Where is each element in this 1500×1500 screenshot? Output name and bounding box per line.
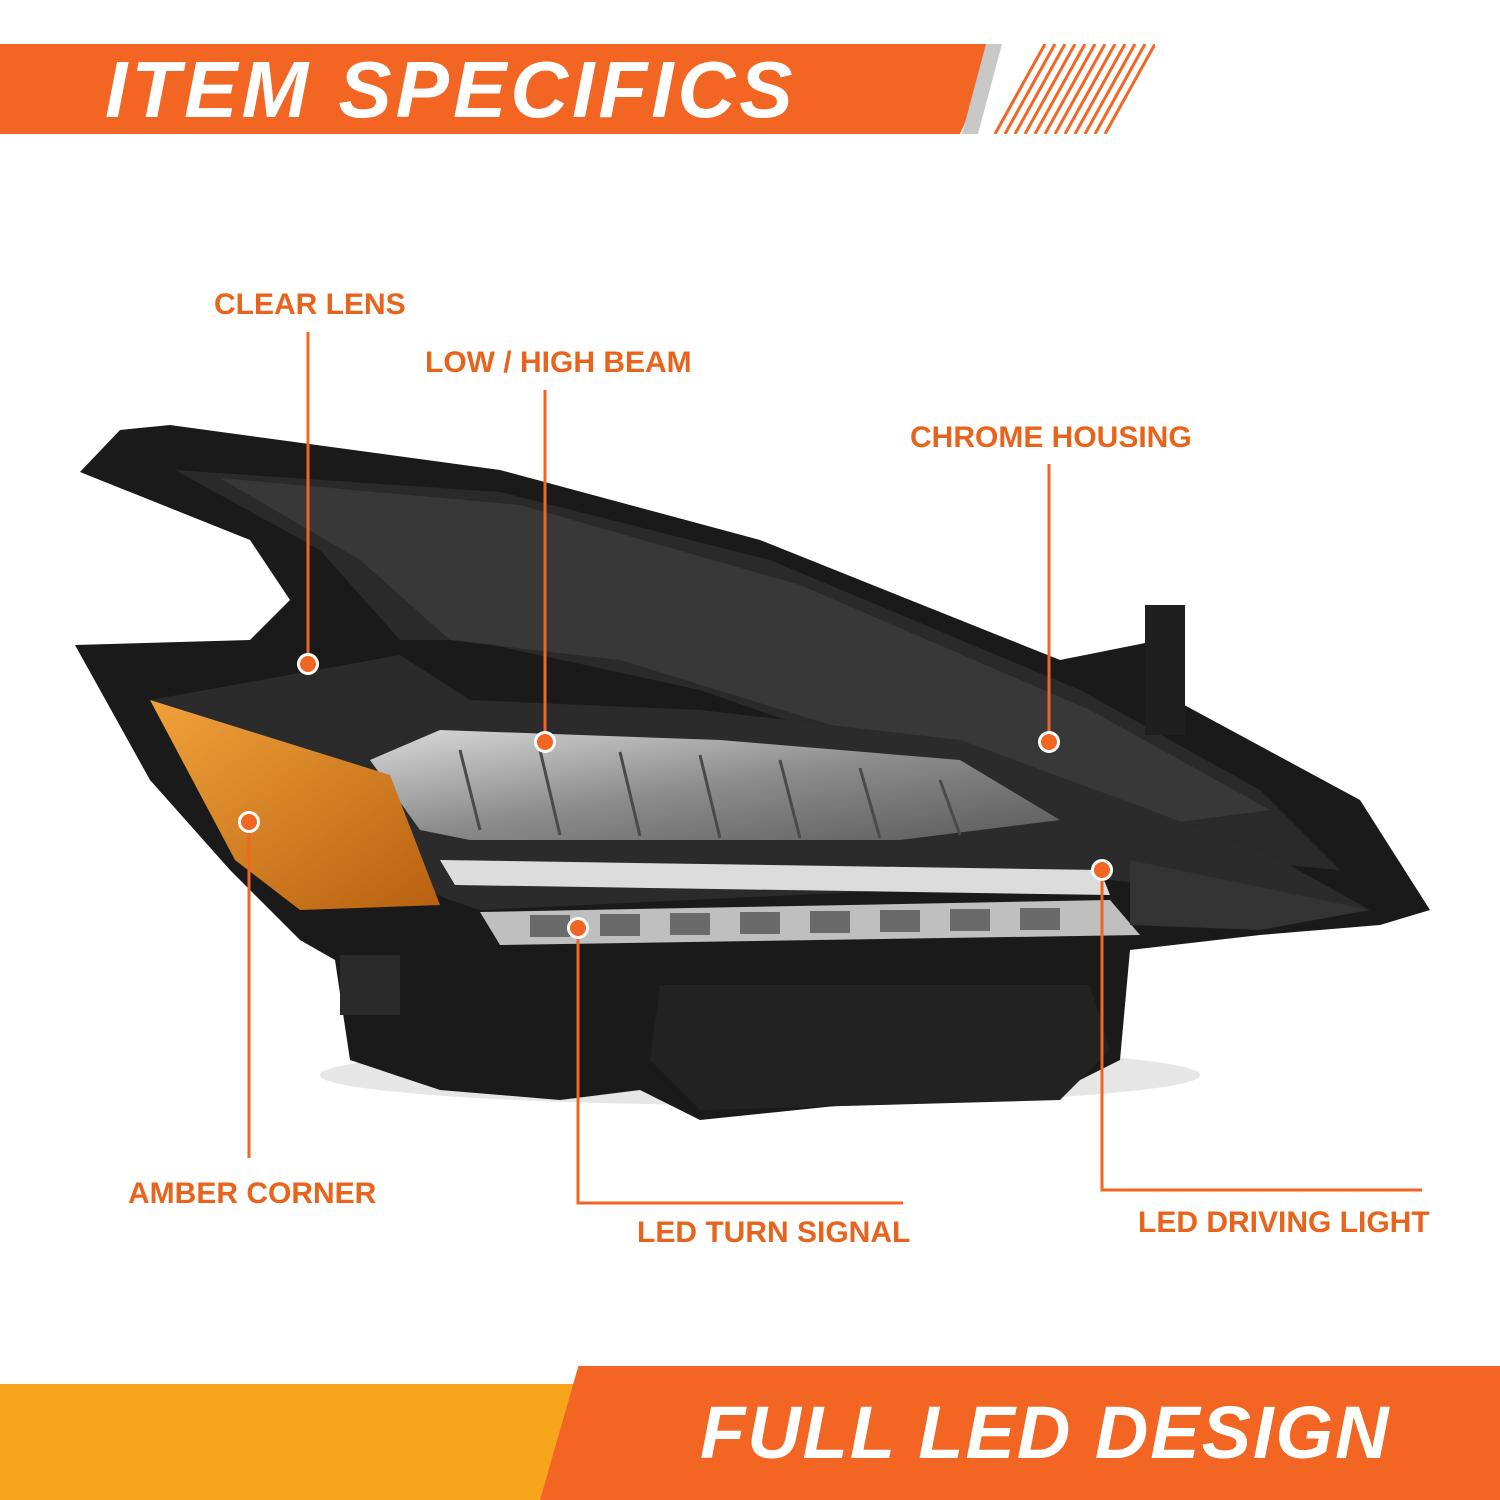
callout-dot-led-turn-signal	[567, 917, 589, 939]
page-title: ITEM SPECIFICS	[105, 45, 797, 134]
label-low-high-beam: LOW / HIGH BEAM	[425, 346, 692, 379]
label-clear-lens: CLEAR LENS	[214, 288, 406, 321]
callout-dot-clear-lens	[297, 653, 319, 675]
callout-dot-low-high-beam	[534, 731, 556, 753]
footer-tagline: FULL LED DESIGN	[700, 1391, 1391, 1474]
callout-dot-amber-corner	[238, 811, 260, 833]
label-led-turn-signal: LED TURN SIGNAL	[637, 1216, 911, 1249]
label-amber-corner: AMBER CORNER	[128, 1177, 377, 1210]
title-banner	[0, 44, 1000, 134]
label-chrome-housing: CHROME HOUSING	[910, 421, 1192, 454]
label-led-driving-light: LED DRIVING LIGHT	[1138, 1206, 1430, 1239]
stripe-decoration	[993, 44, 1155, 134]
callout-dot-chrome-housing	[1038, 731, 1060, 753]
footer-banner-orange	[540, 1366, 1500, 1500]
callout-dot-led-driving-light	[1091, 859, 1113, 881]
footer-banner-yellow	[0, 1384, 640, 1500]
